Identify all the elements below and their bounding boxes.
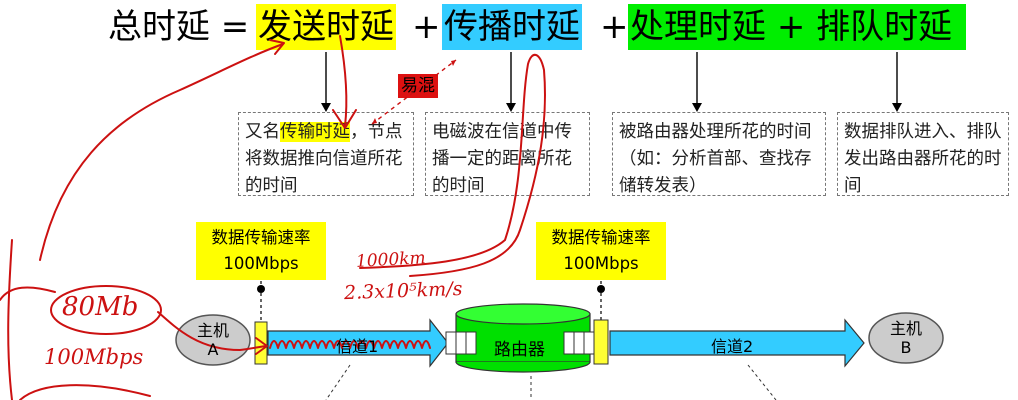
rate-right-title: 数据传输速率: [551, 228, 651, 247]
handwriting-strokes: [0, 35, 546, 400]
connector-queue-head: [892, 103, 902, 112]
channel-2-label: 信道2: [711, 337, 754, 356]
hand-rate: 100Mbps: [44, 345, 144, 369]
hand-bottom-loop: [19, 384, 151, 400]
connector-prop-head: [506, 103, 516, 112]
host-a-line2: A: [207, 340, 219, 359]
send-desc-alias: 传输时延: [280, 122, 350, 142]
host-a-node: [175, 314, 251, 366]
hand-curve-send-head: [269, 39, 285, 55]
router-input-queue: [445, 331, 477, 355]
hand-curve-send: [39, 43, 284, 261]
hand-circle-size: [50, 285, 162, 335]
rate-left-title: 数据传输速率: [211, 228, 311, 247]
hand-arrow-down-head: [332, 109, 357, 129]
equation-send-delay: 发送时延: [256, 4, 396, 50]
connector-proc-head: [692, 103, 702, 112]
equation-plus-1: +: [412, 7, 441, 47]
confusing-double-arrow: [371, 59, 457, 125]
channel-2-arrow: [609, 318, 865, 368]
hand-distance: 1000km: [355, 248, 427, 272]
equation-plus-3: +: [776, 7, 806, 47]
rate-left-pin-dot: [257, 285, 265, 293]
equation-processing-queue-group: 处理时延 + 排队时延: [628, 4, 966, 50]
channel-1-label: 信道1: [336, 337, 379, 356]
host-b-line1: 主机: [889, 319, 922, 338]
hand-loop-1: [0, 286, 56, 301]
equation-propagation-delay: 传播时延: [442, 4, 582, 50]
confusing-tag: 易混: [398, 74, 438, 98]
channel-1-arrow: [267, 318, 449, 368]
hand-arrow-down: [339, 35, 348, 127]
rate-right-value: 100Mbps: [563, 254, 639, 273]
rate-right-pin-dot: [597, 285, 605, 293]
hand-wave-bits: [269, 340, 431, 349]
hand-size: 80Mb: [62, 292, 139, 322]
rate-left-value: 100Mbps: [223, 254, 299, 273]
lower-dash-3: [747, 364, 777, 400]
processing-delay-description: 被路由器处理所花的时间（如：分析首部、查找存储转发表）: [612, 112, 826, 196]
hand-curve-prop: [359, 54, 546, 277]
host-b-line2: B: [900, 338, 912, 357]
host-a-line1: 主机: [196, 321, 229, 340]
hand-edge-line: [7, 239, 13, 400]
hand-curve-to-host-head: [255, 337, 268, 355]
host-b-node: [868, 312, 944, 364]
send-desc-prefix: 又名: [245, 122, 280, 142]
hand-speed: 2.3x10⁵km/s: [343, 277, 463, 305]
rate-box-left: 数据传输速率 100Mbps: [196, 222, 326, 280]
host-a-port: [254, 321, 268, 365]
equation-processing-delay: 处理时延: [630, 7, 766, 47]
router-output-queue: [563, 331, 595, 355]
equation-queue-delay: 排队时延: [816, 7, 953, 47]
lower-dash-1: [325, 364, 351, 400]
rate-box-right: 数据传输速率 100Mbps: [536, 222, 666, 280]
connector-arrows: [321, 52, 902, 112]
equation-total: 总时延 =: [108, 7, 250, 47]
host-b-label: 主机 B: [886, 319, 926, 357]
send-desc-rest: ，节点将数据推向信道所花的时间: [245, 122, 403, 196]
equation-plus-2: +: [600, 7, 629, 47]
router-port-out: [593, 319, 609, 365]
queue-delay-description: 数据排队进入、排队发出路由器所花的时间: [837, 112, 1009, 196]
send-delay-description: 又名传输时延，节点将数据推向信道所花的时间: [238, 112, 414, 196]
host-a-label: 主机 A: [193, 321, 233, 359]
connector-send-head: [321, 103, 331, 112]
hand-curve-to-host: [157, 311, 267, 351]
router-label: 路由器: [494, 340, 545, 360]
